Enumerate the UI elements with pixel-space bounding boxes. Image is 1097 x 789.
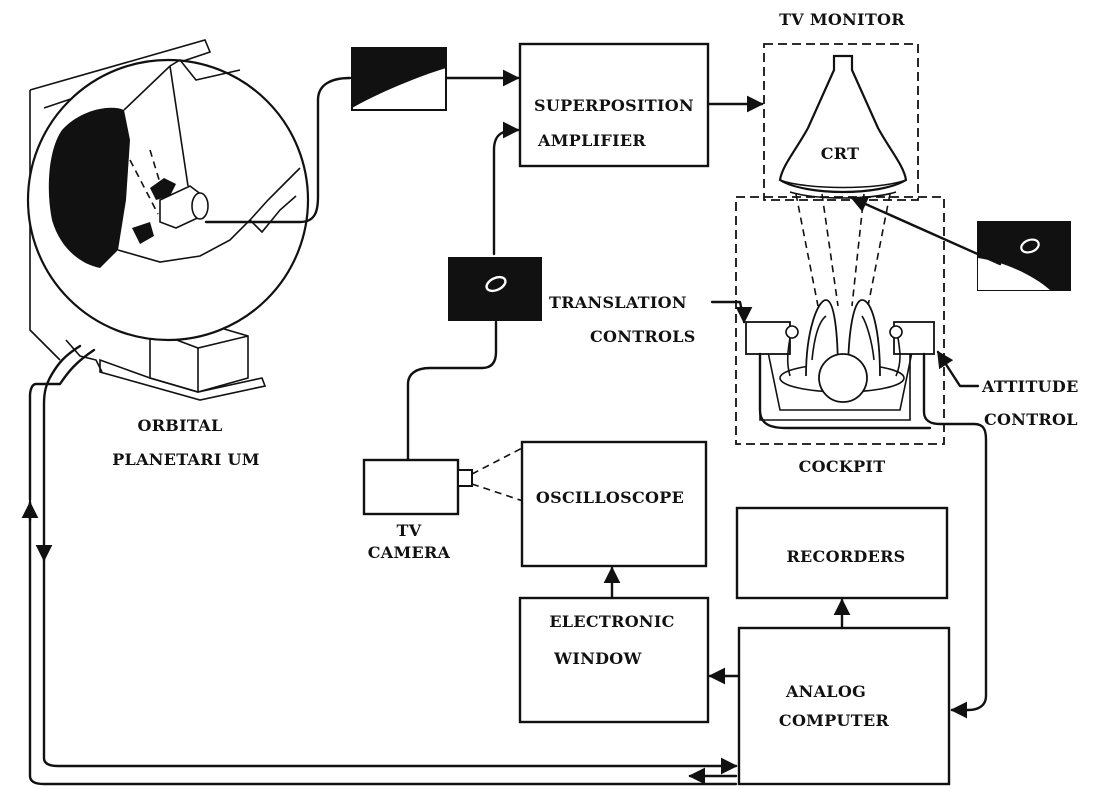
stars-to-crt xyxy=(850,196,1002,266)
cockpit-label: COCKPIT xyxy=(799,457,886,476)
crt-label: CRT xyxy=(821,144,860,163)
translation-label-1: TRANSLATION xyxy=(549,293,687,312)
spacecraft-model xyxy=(129,149,209,244)
attitude-label-2: CONTROL xyxy=(984,410,1078,429)
orbital-planetarium xyxy=(26,39,310,401)
pilot-figure xyxy=(745,299,935,421)
tv-camera-label-2: CAMERA xyxy=(368,543,451,562)
tv-camera-block: TV CAMERA xyxy=(362,445,527,562)
cockpit-bottom-bus xyxy=(758,352,932,430)
tv-monitor-label: TV MONITOR xyxy=(779,10,905,29)
connectors xyxy=(21,69,1002,786)
crt-tube xyxy=(778,54,908,199)
planetarium-feed-bottom xyxy=(28,500,738,786)
planetarium-to-image xyxy=(204,76,352,224)
translation-leader xyxy=(710,300,753,324)
target-to-amplifier xyxy=(492,121,520,256)
attitude-leader xyxy=(936,350,980,388)
tv-monitor-block: TV MONITOR CRT xyxy=(763,10,919,201)
oscilloscope-label: OSCILLOSCOPE xyxy=(536,488,684,507)
oscilloscope-block: OSCILLOSCOPE xyxy=(520,440,708,568)
superposition-label-2: AMPLIFIER xyxy=(537,131,646,150)
electronic-window-block: ELECTRONIC WINDOW xyxy=(518,596,710,724)
camera-to-target xyxy=(406,320,498,462)
star-background-image xyxy=(977,221,1071,291)
tv-camera-label-1: TV xyxy=(397,521,422,540)
cockpit-block: COCKPIT xyxy=(735,193,945,476)
planetarium-label-1: ORBITAL xyxy=(137,416,222,435)
recorders-block: RECORDERS xyxy=(735,506,949,600)
planetarium-feed-outer xyxy=(28,348,96,502)
superposition-amplifier-block: SUPERPOSITION AMPLIFIER xyxy=(518,42,710,168)
planetarium-camera-image xyxy=(351,47,447,111)
sphere-interior-dark xyxy=(48,107,130,269)
computer-to-planetarium-drive xyxy=(35,344,82,562)
superposition-label-1: SUPERPOSITION xyxy=(534,96,694,115)
planetarium-to-computer xyxy=(42,558,738,775)
planetarium-label-2: PLANETARI UM xyxy=(112,450,260,469)
electronic-window-label-1: ELECTRONIC xyxy=(549,612,674,631)
cockpit-to-computer xyxy=(922,352,988,719)
target-vehicle-image xyxy=(448,257,542,321)
analog-computer-block: ANALOG COMPUTER xyxy=(737,626,951,786)
analog-computer-label-1: ANALOG xyxy=(785,682,866,701)
recorders-label: RECORDERS xyxy=(786,547,905,566)
electronic-window-label-2: WINDOW xyxy=(553,649,642,668)
translation-label-2: CONTROLS xyxy=(590,327,696,346)
attitude-label-1: ATTITUDE xyxy=(981,377,1079,396)
analog-computer-label-2: COMPUTER xyxy=(779,711,890,730)
